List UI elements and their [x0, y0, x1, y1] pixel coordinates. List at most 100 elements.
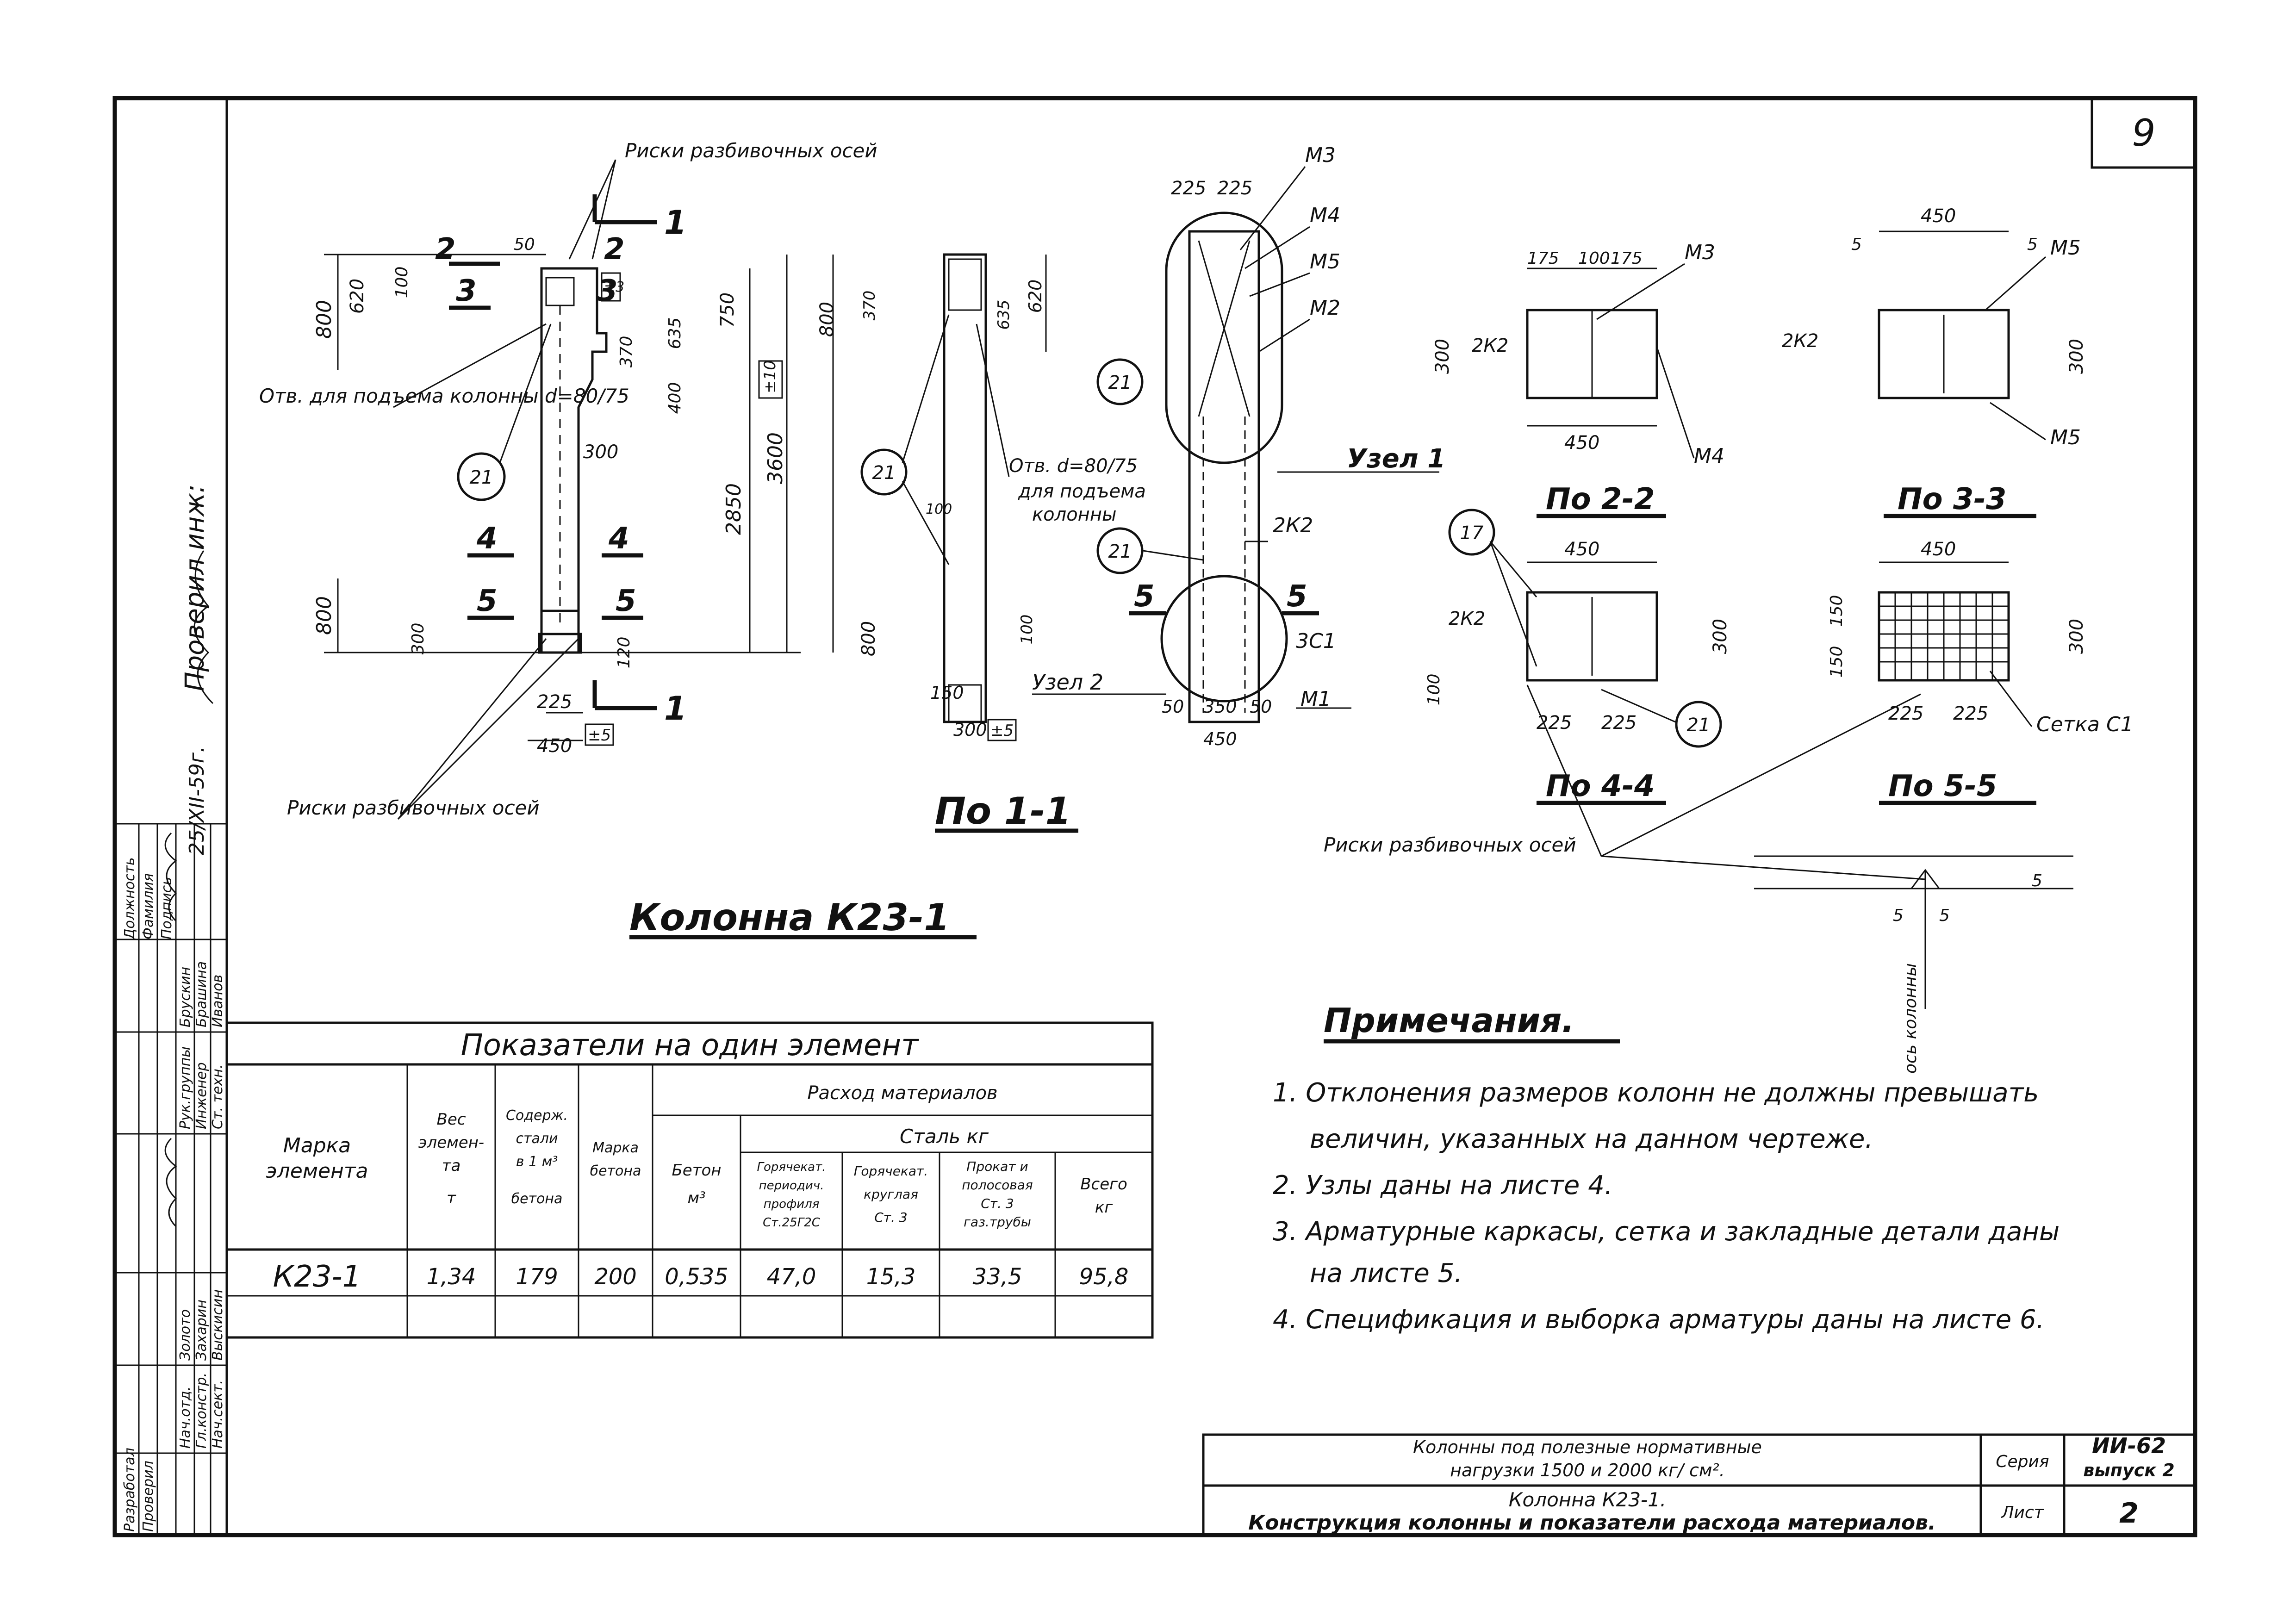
th-s3-4: газ.трубы: [964, 1214, 1031, 1230]
s22-dim-450: 450: [1564, 432, 1599, 454]
node-dim-225-a: 225: [1171, 178, 1206, 199]
th-weight-2: элемен-: [418, 1133, 484, 1152]
s44-ref-circle-17: [1448, 509, 1495, 556]
th-total-2: кг: [1095, 1198, 1114, 1217]
row-bottom-1-name: Захарин: [193, 1300, 210, 1361]
th-weight-4: т: [447, 1189, 456, 1207]
section-3-3: 450 5 5 300 М5 М5 2К2 По 3-3: [1782, 205, 2087, 518]
node-label-3c1: 3С1: [1296, 629, 1336, 653]
s11-tol-5: ±5: [990, 721, 1014, 740]
sheet-number-box: [2091, 97, 2196, 169]
dim-800-bottom: 800: [312, 596, 336, 635]
section-marker-2-left: 2: [435, 232, 456, 267]
s33-dim-5-a: 5: [1851, 235, 1862, 254]
node-ref-circle-21b: [1096, 527, 1144, 574]
row-bottom-2-pos: Нач.сект.: [210, 1380, 226, 1449]
dim-3600: 3600: [764, 432, 787, 484]
row-bottom-1-pos: Гл.констр.: [193, 1373, 210, 1449]
s44-ref-circle-21: [1675, 701, 1722, 748]
main-caption: Колонна К23-1: [629, 896, 950, 939]
node-label-m4: М4: [1310, 204, 1340, 227]
cell-s1: 47,0: [767, 1264, 816, 1290]
node-label-m2: М2: [1310, 296, 1340, 320]
s11-dim-370: 370: [860, 291, 879, 321]
node-1-outline: [1165, 211, 1283, 464]
node-dim-225-b: 225: [1217, 178, 1252, 199]
header-surname: Фамилия: [140, 873, 156, 939]
node-view: 225 225 50 350 50 450 М3 М4 М5 М2 Узел 1…: [1032, 143, 1445, 749]
s22-dim-100: 100: [1578, 249, 1610, 268]
s11-dim-800-bottom: 800: [858, 621, 879, 656]
node-dim-50-b: 50: [1250, 696, 1272, 717]
tol-3: ±3: [604, 279, 624, 295]
s11-hole-3: колонны: [1032, 504, 1117, 525]
dim-50: 50: [514, 235, 535, 254]
s22-label-k2: 2К2: [1472, 335, 1508, 356]
node-label-node2: Узел 2: [1032, 670, 1103, 695]
s55-dim-150-b: 150: [1827, 646, 1846, 678]
dim-2850: 2850: [722, 483, 746, 535]
dim-400: 400: [666, 382, 684, 414]
dim-635: 635: [666, 317, 684, 349]
axis-leader: [1601, 693, 1921, 857]
signature-scribble: [164, 1138, 177, 1227]
side-label-checked: Проверил: [140, 1461, 156, 1532]
cell-s2: 15,3: [866, 1264, 916, 1290]
section-marker-5-right: 5: [616, 584, 636, 618]
tol-10: ±10: [761, 360, 779, 393]
s44-ref-21: 21: [1687, 715, 1711, 736]
node-2-outline: [1160, 575, 1288, 703]
cell-s3: 33,5: [973, 1264, 1022, 1290]
th-weight-3: та: [442, 1157, 461, 1175]
th-concrete-1: Бетон: [672, 1161, 721, 1180]
s11-dim-635: 635: [995, 300, 1013, 330]
s55-dim-5-c: 5: [2032, 871, 2042, 890]
tol-5: ±5: [588, 726, 611, 745]
title-line-2: нагрузки 1500 и 2000 кг/ см².: [1450, 1460, 1725, 1480]
s33-dim-300: 300: [2066, 339, 2087, 374]
s55-label-axis: ось колонны: [1901, 963, 1920, 1074]
note-line-4: на листе 5.: [1310, 1258, 1462, 1288]
section-1-1: 800 370 635 620 800 100 150 300 ±5 21 10…: [816, 253, 1146, 833]
s44-dim-100: 100: [1425, 674, 1444, 706]
table-row: К23-1 1,34 179 200 0,535 47,0 15,3 33,5 …: [273, 1260, 1129, 1294]
check-date: 25/XII-59г.: [185, 746, 209, 855]
section-marker-1-bottom: 1: [664, 690, 687, 728]
s55-label-mesh: Сетка С1: [2036, 713, 2134, 736]
issue: выпуск 2: [2083, 1460, 2174, 1480]
s22-caption: По 2-2: [1546, 482, 1655, 516]
s44-dim-300: 300: [1710, 619, 1731, 654]
note-line-0: 1. Отклонения размеров колонн не должны …: [1273, 1078, 2039, 1108]
axis-leader: [1526, 684, 1602, 857]
s33-dim-450: 450: [1921, 205, 1956, 227]
node-sec5-left: 5: [1134, 579, 1155, 614]
dim-300-100: 300: [409, 623, 428, 655]
title-line-1: Колонны под полезные нормативные: [1413, 1437, 1762, 1457]
series-value: ИИ-62: [2092, 1433, 2166, 1458]
main-elevation: 1 1 2 2 3 3 4 4 5 5 800 620 100 50 370 6…: [259, 139, 977, 939]
sheet-frame: [112, 96, 2197, 1537]
node-label-m1: М1: [1300, 687, 1331, 711]
th-steelper-4: бетона: [511, 1191, 563, 1207]
dim-300-mid: 300: [583, 442, 618, 463]
cell-mark: К23-1: [273, 1260, 361, 1294]
node-ref-circle-21a: [1096, 358, 1144, 405]
node-dim-450: 450: [1203, 729, 1237, 749]
note-line-3: 3. Арматурные каркасы, сетка и закладные…: [1273, 1217, 2060, 1247]
th-mark-1: Марка: [283, 1134, 351, 1157]
cell-concrete: 0,535: [665, 1264, 728, 1290]
series-label: Серия: [1996, 1452, 2049, 1471]
s33-dim-5-b: 5: [2027, 235, 2038, 254]
s22-label-m4: М4: [1694, 444, 1724, 468]
s33-caption: По 3-3: [1898, 482, 2006, 516]
s22-dim-175-b: 175: [1611, 249, 1643, 268]
materials-table: Показатели на один элемент Марка элемент…: [225, 1021, 1154, 1339]
th-s1-3: профиля: [764, 1197, 820, 1211]
node-dim-50-a: 50: [1162, 696, 1184, 717]
row-bottom-2-name: Выскисин: [210, 1289, 226, 1361]
label-axis-marks-right: Риски разбивочных осей: [1324, 833, 1576, 856]
th-concmark-2: бетона: [590, 1163, 641, 1179]
th-concrete-2: м³: [687, 1189, 705, 1207]
row-top-0-name: Брускин: [177, 967, 193, 1027]
